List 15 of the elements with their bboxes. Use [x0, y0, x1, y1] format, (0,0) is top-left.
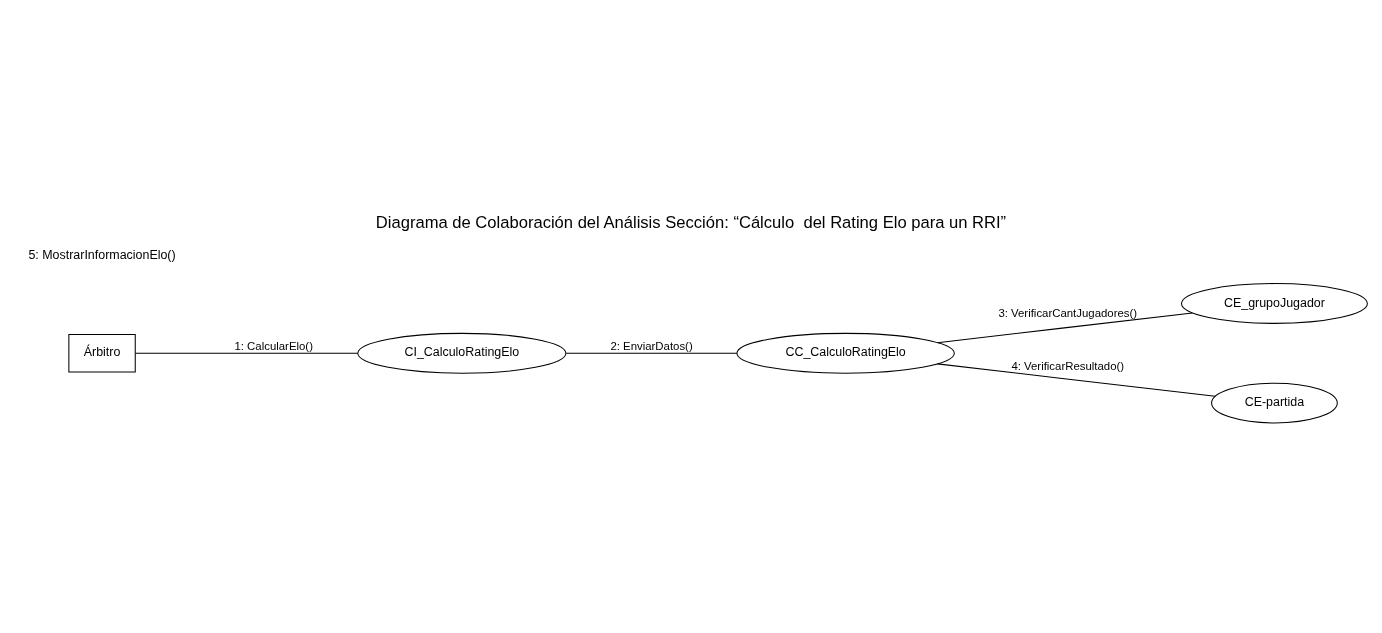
connector	[936, 363, 1216, 397]
connector	[565, 352, 738, 354]
node-ellipse: CC_CalculoRatingElo	[736, 332, 955, 374]
connector	[936, 312, 1193, 344]
node-ellipse: CE_grupoJugador	[1181, 283, 1368, 324]
node-box: Árbitro	[68, 334, 136, 373]
edge-label: 2: EnviarDatos()	[610, 339, 693, 352]
node-ellipse: CI_CalculoRatingElo	[357, 332, 567, 374]
edge-label: 4: VerificarResultado()	[1011, 359, 1125, 372]
label: 5: MostrarInformacionElo()	[28, 248, 176, 262]
diagram-title: Diagrama de Colaboración del Análisis Sección: “Cálculo del Rating Elo para un RRI”	[375, 212, 1007, 232]
connector	[134, 352, 359, 354]
edge-label: 1: CalcularElo()	[234, 339, 313, 352]
node-ellipse: CE-partida	[1211, 382, 1338, 424]
edge-label: 3: VerificarCantJugadores()	[998, 306, 1138, 319]
